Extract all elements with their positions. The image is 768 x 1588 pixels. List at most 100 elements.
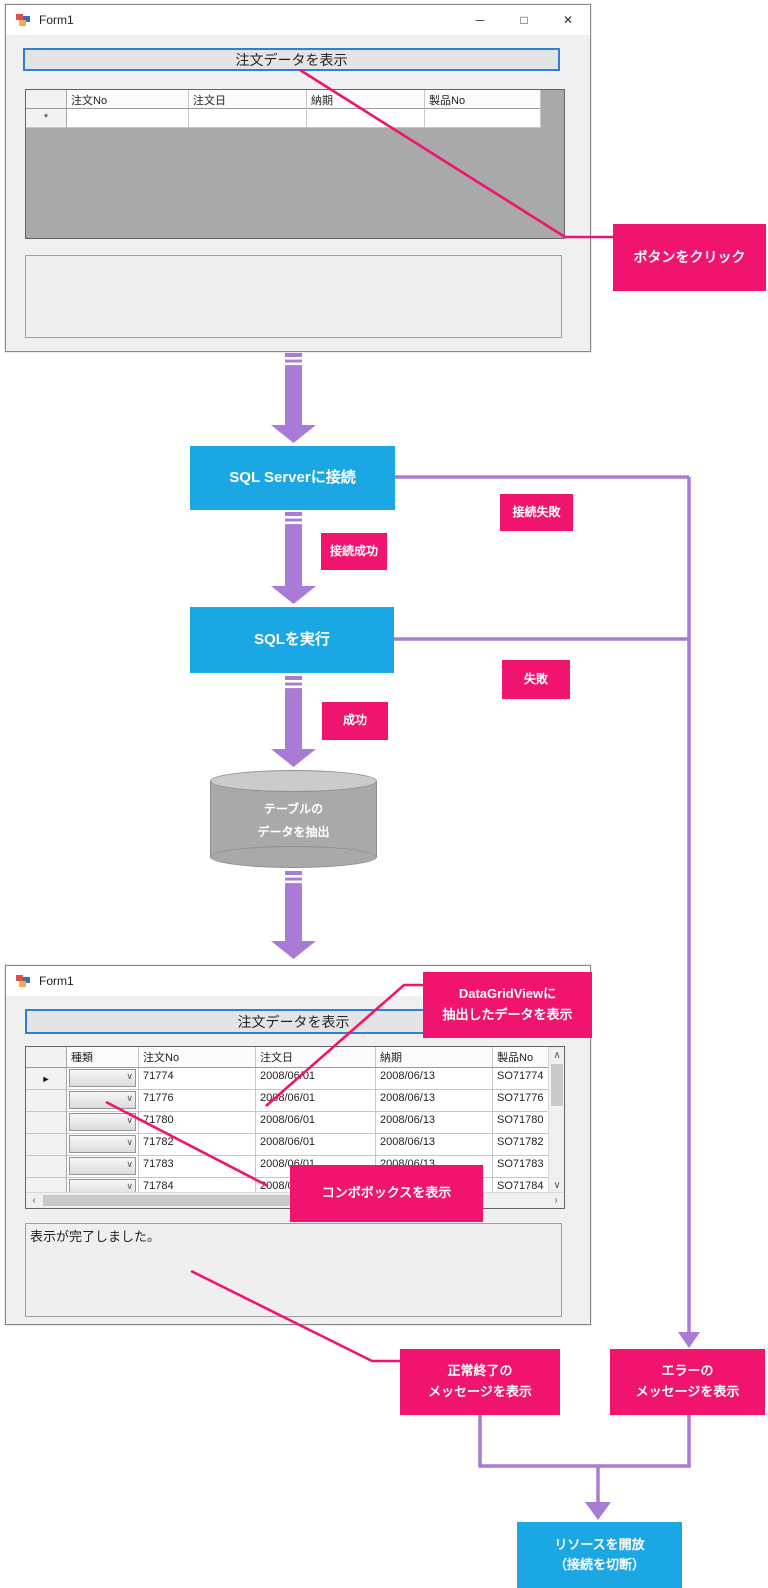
row-header-cell [26, 1112, 67, 1134]
annotation-error-message: エラーの メッセージを表示 [610, 1349, 765, 1415]
order-no-cell[interactable]: 71784 [139, 1178, 256, 1193]
column-header[interactable]: 納期 [307, 90, 425, 109]
column-header[interactable]: 種類 [67, 1047, 139, 1068]
type-combobox-cell[interactable]: ∨ [67, 1134, 139, 1156]
new-row-marker-icon: * [26, 109, 67, 128]
annotation-datagridview: DataGridViewに 抽出したデータを表示 [423, 972, 592, 1038]
grid-cell[interactable] [425, 109, 541, 128]
message-textbox[interactable] [25, 255, 562, 338]
scroll-right-icon[interactable]: › [548, 1193, 564, 1208]
vertical-scrollbar[interactable]: ∧ ∨ [548, 1047, 564, 1193]
product-no-cell[interactable]: SO71782 [493, 1134, 549, 1156]
due-date-cell[interactable]: 2008/06/13 [376, 1068, 493, 1090]
order-date-cell[interactable]: 2008/06/01 [256, 1112, 376, 1134]
product-no-cell[interactable]: SO71783 [493, 1156, 549, 1178]
message-textbox[interactable]: 表示が完了しました。 [25, 1223, 562, 1317]
due-date-cell[interactable]: 2008/06/13 [376, 1112, 493, 1134]
window-title: Form1 [39, 13, 74, 27]
order-date-cell[interactable]: 2008/06/01 [256, 1068, 376, 1090]
cylinder-label: テーブルの データを抽出 [257, 802, 330, 839]
annotation-connect-success: 接続成功 [321, 533, 387, 570]
grid-header-row: 注文No 注文日 納期 製品No [26, 90, 564, 109]
type-combobox-cell[interactable]: ∨ [67, 1178, 139, 1193]
type-combobox-cell[interactable]: ∨ [67, 1090, 139, 1112]
column-header[interactable]: 注文No [67, 90, 189, 109]
grid-cell[interactable] [67, 109, 189, 128]
due-date-cell[interactable]: 2008/06/13 [376, 1090, 493, 1112]
table-row[interactable]: ∨ 71782 2008/06/01 2008/06/13 SO71782 [26, 1134, 564, 1156]
row-header-cell [26, 1178, 67, 1193]
current-row-pointer-icon: ► [26, 1068, 67, 1090]
vertical-scrollbar-thumb[interactable] [551, 1064, 563, 1106]
column-header[interactable]: 製品No [425, 90, 541, 109]
order-no-cell[interactable]: 71782 [139, 1134, 256, 1156]
annotation-combobox: コンボボックスを表示 [290, 1165, 483, 1222]
type-combobox[interactable]: ∨ [69, 1135, 136, 1153]
form-app-icon [16, 975, 30, 987]
type-combobox[interactable]: ∨ [69, 1091, 136, 1109]
column-header[interactable]: 注文日 [256, 1047, 376, 1068]
scroll-left-icon[interactable]: ‹ [26, 1193, 42, 1208]
annotation-click-button: ボタンをクリック [613, 224, 766, 291]
type-combobox-cell[interactable]: ∨ [67, 1068, 139, 1090]
flow-step-connect: SQL Serverに接続 [190, 446, 395, 510]
type-combobox-cell[interactable]: ∨ [67, 1112, 139, 1134]
product-no-cell[interactable]: SO71774 [493, 1068, 549, 1090]
minimize-icon[interactable]: ─ [475, 13, 485, 27]
titlebar[interactable]: Form1 ─ □ ✕ [6, 5, 590, 35]
horizontal-scrollbar-thumb[interactable] [43, 1195, 293, 1206]
column-header[interactable]: 注文日 [189, 90, 307, 109]
order-no-cell[interactable]: 71774 [139, 1068, 256, 1090]
maximize-icon[interactable]: □ [520, 13, 528, 27]
chevron-down-icon[interactable]: ∨ [126, 1181, 133, 1191]
row-header-cell [26, 1090, 67, 1112]
show-orders-button[interactable]: 注文データを表示 [23, 48, 560, 71]
table-row[interactable]: ∨ 71776 2008/06/01 2008/06/13 SO71776 [26, 1090, 564, 1112]
due-date-cell[interactable]: 2008/06/13 [376, 1134, 493, 1156]
row-header-cell [26, 1156, 67, 1178]
product-no-cell[interactable]: SO71776 [493, 1090, 549, 1112]
order-date-cell[interactable]: 2008/06/01 [256, 1134, 376, 1156]
annotation-connect-fail: 接続失敗 [500, 494, 573, 531]
product-no-cell[interactable]: SO71784 [493, 1178, 549, 1193]
close-icon[interactable]: ✕ [562, 13, 574, 27]
order-no-cell[interactable]: 71780 [139, 1112, 256, 1134]
annotation-success: 成功 [322, 702, 388, 740]
order-no-cell[interactable]: 71776 [139, 1090, 256, 1112]
window-form1-before: Form1 ─ □ ✕ 注文データを表示 注文No 注文日 納期 製品No * [5, 4, 591, 352]
chevron-down-icon[interactable]: ∨ [126, 1137, 133, 1147]
scroll-up-icon[interactable]: ∧ [549, 1047, 564, 1063]
orders-datagridview-empty[interactable]: 注文No 注文日 納期 製品No * [25, 89, 565, 239]
grid-cell[interactable] [307, 109, 425, 128]
flow-step-release-resources: リソースを開放 （接続を切断） [517, 1522, 682, 1588]
order-date-cell[interactable]: 2008/06/01 [256, 1090, 376, 1112]
order-no-cell[interactable]: 71783 [139, 1156, 256, 1178]
column-header[interactable]: 注文No [139, 1047, 256, 1068]
chevron-down-icon[interactable]: ∨ [126, 1071, 133, 1081]
annotation-fail: 失敗 [502, 660, 570, 699]
chevron-down-icon[interactable]: ∨ [126, 1093, 133, 1103]
type-combobox[interactable]: ∨ [69, 1179, 136, 1193]
grid-header-row: 種類 注文No 注文日 納期 製品No [26, 1047, 564, 1068]
table-row[interactable]: ► ∨ 71774 2008/06/01 2008/06/13 SO71774 [26, 1068, 564, 1090]
type-combobox[interactable]: ∨ [69, 1113, 136, 1131]
chevron-down-icon[interactable]: ∨ [126, 1115, 133, 1125]
table-row[interactable]: ∨ 71780 2008/06/01 2008/06/13 SO71780 [26, 1112, 564, 1134]
annotation-normal-message: 正常終了の メッセージを表示 [400, 1349, 560, 1415]
scroll-down-icon[interactable]: ∨ [549, 1177, 564, 1193]
chevron-down-icon[interactable]: ∨ [126, 1159, 133, 1169]
product-no-cell[interactable]: SO71780 [493, 1112, 549, 1134]
row-header-cell [26, 1047, 67, 1068]
flow-step-execute-sql: SQLを実行 [190, 607, 394, 673]
type-combobox[interactable]: ∨ [69, 1069, 136, 1087]
type-combobox-cell[interactable]: ∨ [67, 1156, 139, 1178]
grid-cell[interactable] [189, 109, 307, 128]
column-header[interactable]: 納期 [376, 1047, 493, 1068]
row-header-cell [26, 90, 67, 109]
column-header[interactable]: 製品No [493, 1047, 549, 1068]
row-header-cell [26, 1134, 67, 1156]
type-combobox[interactable]: ∨ [69, 1157, 136, 1175]
new-row[interactable]: * [26, 109, 564, 128]
database-cylinder: テーブルの データを抽出 [210, 770, 377, 868]
